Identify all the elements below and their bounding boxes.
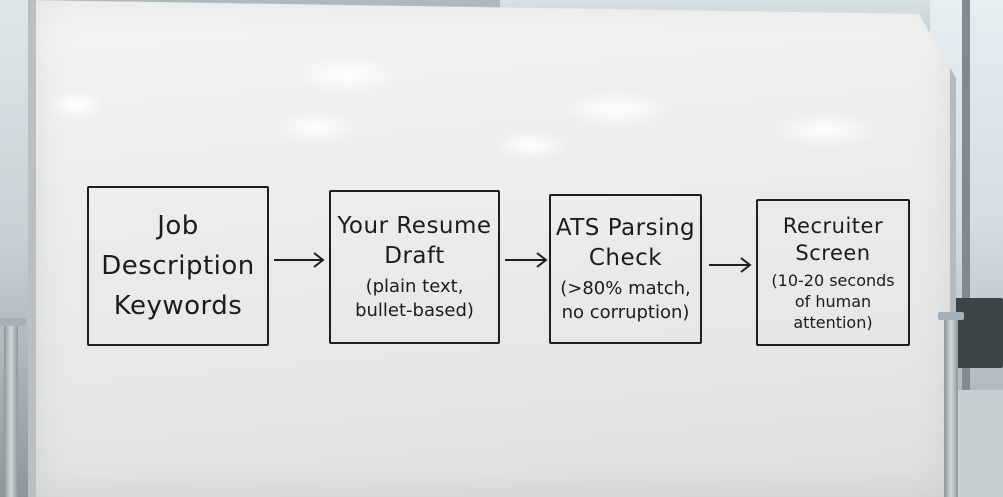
whiteboard-stand-left: [4, 325, 18, 497]
ceiling-light-reflection: [561, 90, 671, 128]
step-detail-line: no corruption): [561, 302, 690, 323]
step-title-line: Screen: [795, 240, 871, 265]
flow-step-job-description: Job Description Keywords: [87, 186, 269, 346]
stand-clamp: [0, 318, 26, 326]
step-detail-line: (10-20 seconds: [771, 270, 895, 290]
arrow-right-icon: [709, 257, 752, 273]
step-title-line: Description: [101, 251, 255, 281]
step-title-line: Check: [588, 245, 663, 271]
stand-clamp: [938, 312, 964, 320]
flow-step-recruiter-screen: Recruiter Screen (10-20 seconds of human…: [756, 199, 910, 346]
step-title-line: Job: [157, 211, 199, 241]
step-title-line: Draft: [384, 243, 445, 269]
step-detail-line: bullet-based): [355, 300, 474, 321]
step-title-line: Keywords: [113, 291, 243, 321]
step-title-line: Recruiter: [782, 213, 884, 238]
flow-step-ats-check: ATS Parsing Check (>80% match, no corrup…: [549, 194, 702, 344]
arrow-right-icon: [274, 252, 325, 268]
ceiling-light-reflection: [291, 55, 401, 95]
ceiling-light-reflection: [771, 112, 881, 148]
step-title-line: ATS Parsing: [555, 215, 696, 241]
arrow-right-icon: [505, 252, 548, 268]
window-mullion: [962, 0, 970, 497]
step-detail-line: attention): [793, 312, 873, 332]
step-title-line: Your Resume: [337, 213, 492, 239]
step-detail-line: (>80% match,: [560, 278, 691, 299]
ceiling-light-reflection: [271, 110, 361, 145]
ceiling-light-reflection: [46, 90, 106, 120]
flow-step-resume-draft: Your Resume Draft (plain text, bullet-ba…: [329, 190, 500, 344]
step-detail-line: of human: [794, 291, 872, 311]
background-desk: [958, 390, 1003, 497]
step-detail-line: (plain text,: [365, 276, 464, 297]
whiteboard-stand-right: [944, 318, 958, 497]
whiteboard: [28, 0, 956, 497]
ceiling-light-reflection: [491, 130, 571, 160]
